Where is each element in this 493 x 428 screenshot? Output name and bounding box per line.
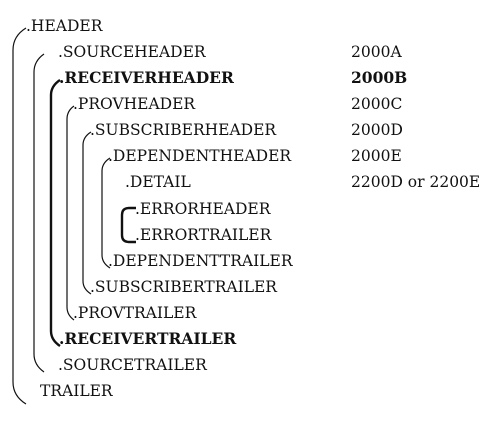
- hierarchy-row-detail: .DETAIL 2200D or 2200E: [0, 169, 493, 195]
- segment-label: .SUBSCRIBERTRAILER: [90, 278, 277, 296]
- loop-code: 2000D: [351, 121, 403, 139]
- hierarchy-row-receivertrailer: .RECEIVERTRAILER: [0, 326, 493, 352]
- loop-code: 2200D or 2200E: [351, 173, 481, 191]
- hierarchy-row-errortrailer: .ERRORTRAILER: [0, 222, 493, 248]
- hierarchy-row-subscriberheader: .SUBSCRIBERHEADER 2000D: [0, 117, 493, 143]
- bracket-subscriber: [82, 131, 92, 295]
- loop-code: 2000E: [351, 147, 402, 165]
- hierarchy-row-provheader: .PROVHEADER 2000C: [0, 91, 493, 117]
- segment-label: .SOURCEHEADER: [58, 43, 206, 61]
- loop-code: 2000C: [351, 95, 403, 113]
- segment-label: .DETAIL: [125, 173, 191, 191]
- segment-label: .SUBSCRIBERHEADER: [90, 121, 277, 139]
- loop-code: 2000B: [351, 68, 408, 87]
- segment-label: .RECEIVERHEADER: [59, 68, 234, 87]
- hierarchy-row-header: .HEADER: [0, 13, 493, 39]
- bracket-receiver: [49, 79, 61, 347]
- bracket-dependent: [101, 157, 111, 269]
- segment-label: .DEPENDENTTRAILER: [108, 252, 293, 270]
- segment-label: .PROVTRAILER: [73, 304, 197, 322]
- hierarchy-row-sourcetrailer: .SOURCETRAILER: [0, 352, 493, 378]
- hierarchy-row-provtrailer: .PROVTRAILER: [0, 300, 493, 326]
- segment-label: .SOURCETRAILER: [58, 356, 207, 374]
- hierarchy-row-receiverheader: .RECEIVERHEADER 2000B: [0, 65, 493, 91]
- bracket-error: [120, 206, 136, 244]
- segment-label: .ERRORTRAILER: [135, 226, 272, 244]
- segment-label: .DEPENDENTHEADER: [108, 147, 292, 165]
- segment-label: .HEADER: [26, 17, 103, 35]
- segment-label: .ERRORHEADER: [135, 200, 271, 218]
- hierarchy-row-trailer: TRAILER: [0, 378, 493, 404]
- bracket-provider: [66, 105, 75, 321]
- segment-label: TRAILER: [40, 382, 113, 400]
- segment-label: .PROVHEADER: [73, 95, 196, 113]
- bracket-header-trailer: [12, 27, 27, 405]
- loop-code: 2000A: [351, 43, 402, 61]
- bracket-source: [33, 53, 45, 373]
- hierarchy-row-dependentheader: .DEPENDENTHEADER 2000E: [0, 143, 493, 169]
- hierarchy-row-sourceheader: .SOURCEHEADER 2000A: [0, 39, 493, 65]
- hierarchy-row-dependenttrailer: .DEPENDENTTRAILER: [0, 248, 493, 274]
- hierarchy-row-errorheader: .ERRORHEADER: [0, 196, 493, 222]
- hierarchy-row-subscribertrailer: .SUBSCRIBERTRAILER: [0, 274, 493, 300]
- segment-label: .RECEIVERTRAILER: [59, 329, 237, 348]
